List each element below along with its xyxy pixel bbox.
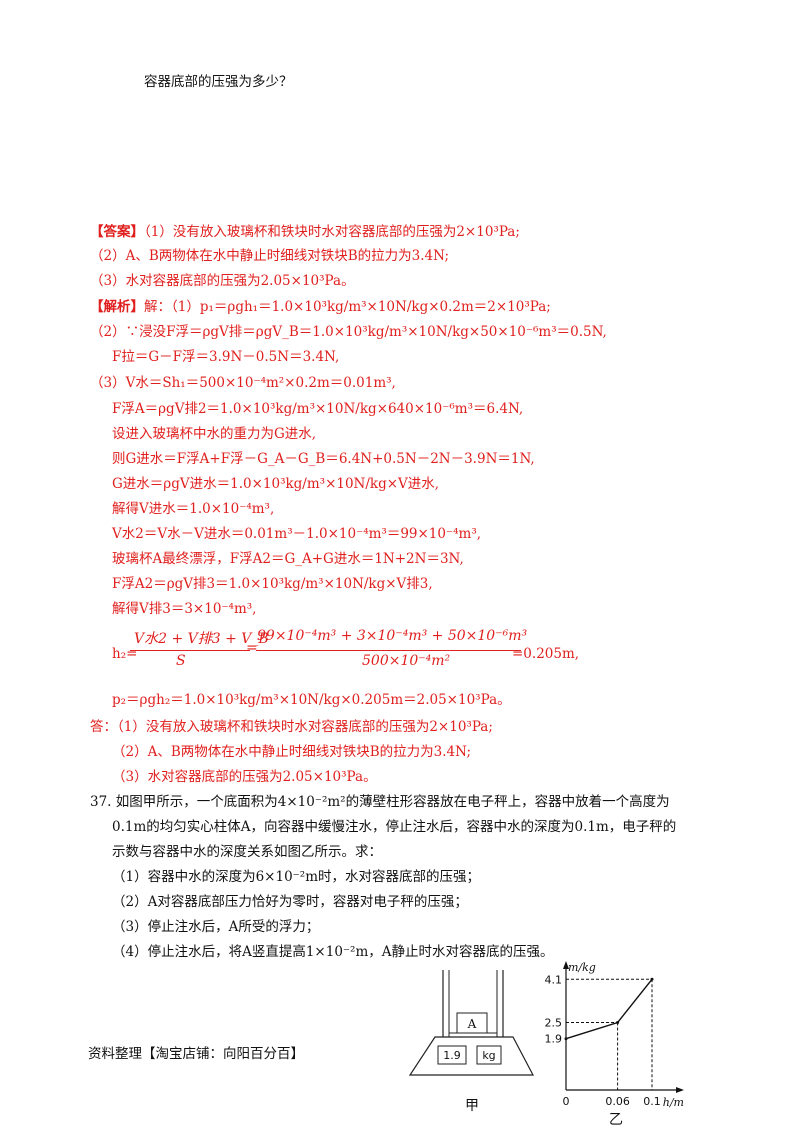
answer-line-1: 【答案】（1）没有放入玻璃杯和铁块时水对容器底部的压强为2×10³Pa; (90, 223, 520, 241)
q37-line-2: 0.1m的均匀实心柱体A，向容器中缓慢注水，停止注水后，容器中水的深度为0.1m… (112, 819, 677, 835)
answer-1: （1）没有放入玻璃杯和铁块时水对容器底部的压强为2×10³Pa; (144, 224, 520, 240)
scale-unit: kg (482, 1049, 495, 1062)
scale-display (437, 1045, 467, 1065)
analysis-s14: p₂＝ρgh₂＝1.0×10³kg/m³×10N/kg×0.205m＝2.05×… (112, 692, 511, 708)
q37-part-3: （3）停止注水后，A所受的浮力； (112, 919, 320, 935)
frac2-numerator: 99×10⁻⁴m³ + 3×10⁻⁴m³ + 50×10⁻⁶m³ (257, 628, 528, 644)
frac2-bar (256, 650, 521, 651)
figure-jia-caption: 甲 (465, 1098, 479, 1114)
chart-layer: m/kg h/m 1.9 2.5 4.1 0 0.06 0.1 乙 (545, 961, 684, 1127)
scale-unit-box (476, 1045, 502, 1065)
analysis-s9: 解得V进水＝1.0×10⁻⁴m³, (112, 501, 275, 517)
frac1-denominator: S (176, 653, 186, 669)
y-tick-label-2: 4.1 (545, 973, 563, 986)
final-2: （2）A、B两物体在水中静止时细线对铁块B的拉力为3.4N; (112, 744, 472, 760)
q37-part-4: （4）停止注水后，将A竖直提高1×10⁻²m，A静止时水对容器底的压强。 (112, 944, 554, 960)
analysis-s5: F浮A＝ρgV排2＝1.0×10³kg/m³×10N/kg×640×10⁻⁶m³… (112, 401, 524, 417)
analysis-s13: 解得V排3＝3×10⁻⁴m³, (112, 601, 257, 617)
y-tick-label-1: 2.5 (545, 1017, 563, 1030)
x-tick-label-2: 0.1 (643, 1095, 661, 1108)
data-point-1 (616, 1021, 620, 1024)
analysis-s3: F拉＝G－F浮＝3.9N－0.5N＝3.4N, (112, 349, 340, 365)
data-point-0 (564, 1037, 568, 1041)
y-tick-label-0: 1.9 (545, 1033, 563, 1046)
figure-yi-caption: 乙 (609, 1112, 623, 1127)
answer-3: （3）水对容器底部的压强为2.05×10³Pa。 (90, 273, 355, 289)
block-a-label: A (467, 1017, 477, 1031)
x-axis-label: h/m (663, 1096, 684, 1109)
analysis-s6: 设进入玻璃杯中水的重力为G进水, (112, 426, 317, 442)
y-axis-label: m/kg (568, 961, 596, 974)
figure-jia: A 1.9 kg 甲 (408, 970, 534, 1114)
analysis-s7: 则G进水＝F浮A+F浮－G_A－G_B＝6.4N+0.5N－2N－3.9N＝1N… (112, 451, 535, 467)
analysis-s2: （2）∵浸没F浮＝ρgV排＝ρgV_B＝1.0×10³kg/m³×10N/kg×… (90, 324, 607, 340)
x-tick-label-0: 0 (563, 1095, 570, 1108)
y-axis-arrow (563, 961, 569, 969)
final-1: （1）没有放入玻璃杯和铁块时水对容器底部的压强为2×10³Pa; (117, 719, 493, 735)
electronic-scale (408, 1036, 534, 1076)
h2-result: =0.205m, (512, 646, 580, 662)
frac2-denominator: 500×10⁻⁴m² (362, 653, 451, 669)
q37-part-1: （1）容器中水的深度为6×10⁻²m时，水对容器底部的压强； (112, 869, 481, 885)
q37-line-1: 37. 如图甲所示，一个底面积为4×10⁻²m²的薄壁柱形容器放在电子秤上，容器… (90, 794, 670, 810)
analysis-line-1: 【解析】解：（1）p₁＝ρgh₁＝1.0×10³kg/m³×10N/kg×0.2… (90, 298, 551, 316)
frac1-numerator: V水2 + V排3 + V_B (134, 631, 269, 647)
answer-2: （2）A、B两物体在水中静止时细线对铁块B的拉力为3.4N; (90, 248, 450, 264)
final-tag: 答： (90, 719, 117, 735)
figure-yi-chart: m/kg h/m 1.9 2.5 4.1 0 0.06 0.1 乙 (545, 961, 684, 1127)
analysis-s8: G进水＝ρgV进水＝1.0×10³kg/m³×10N/kg×V进水, (112, 476, 440, 492)
final-3: （3）水对容器底部的压强为2.05×10³Pa。 (112, 769, 377, 785)
analysis-s10: V水2＝V水－V进水＝0.01m³－1.0×10⁻⁴m³＝99×10⁻⁴m³, (112, 526, 482, 542)
x-axis-arrow (676, 1087, 684, 1093)
analysis-s12: F浮A2＝ρgV排3＝1.0×10³kg/m³×10N/kg×V排3, (112, 576, 433, 592)
analysis-s4: （3）V水＝Sh₁＝500×10⁻⁴m²×0.2m＝0.01m³, (90, 375, 396, 391)
data-point-2 (650, 977, 654, 981)
q37-line-3: 示数与容器中水的深度关系如图乙所示。求： (112, 844, 382, 860)
equals-sign: = (246, 640, 258, 656)
x-tick-label-1: 0.06 (605, 1095, 630, 1108)
analysis-tag: 【解析】 (90, 299, 144, 315)
h2-fraction: V水2 + V排3 + V_B S = 99×10⁻⁴m³ + 3×10⁻⁴m³… (112, 628, 582, 674)
data-line (565, 978, 653, 1040)
frac1-bar (130, 650, 250, 651)
final-line-1: 答：（1）没有放入玻璃杯和铁块时水对容器底部的压强为2×10³Pa; (90, 718, 493, 736)
footer-source: 资料整理【淘宝店铺：向阳百分百】 (88, 1046, 304, 1062)
scale-reading: 1.9 (443, 1049, 461, 1062)
block-a (456, 1012, 488, 1034)
question-tail: 容器底部的压强为多少？ (144, 74, 293, 90)
analysis-s11: 玻璃杯A最终漂浮，F浮A2＝G_A+G进水＝1N+2N＝3N, (112, 551, 464, 567)
answer-tag: 【答案】 (90, 224, 144, 240)
q37-part-2: （2）A对容器底部压力恰好为零时，容器对电子秤的压强； (112, 894, 468, 910)
analysis-s1: 解：（1）p₁＝ρgh₁＝1.0×10³kg/m³×10N/kg×0.2m＝2×… (144, 299, 551, 315)
